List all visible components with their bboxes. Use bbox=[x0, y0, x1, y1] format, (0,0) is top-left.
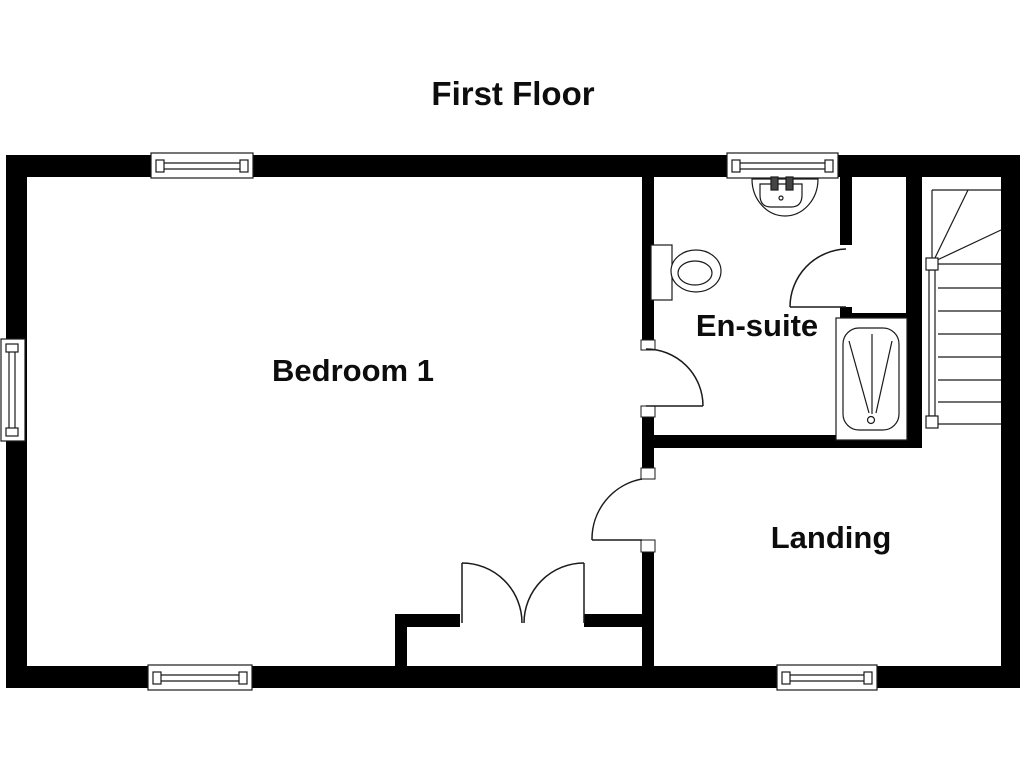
window-bottom-left bbox=[147, 664, 253, 691]
door-bedroom bbox=[591, 478, 643, 541]
wall-stairs-left bbox=[906, 177, 922, 448]
window-left bbox=[0, 338, 26, 442]
jamb bbox=[640, 467, 656, 480]
stairs-handrail bbox=[928, 269, 936, 417]
toilet-icon bbox=[650, 244, 722, 301]
door-jambs bbox=[640, 339, 656, 553]
stairs-newel-top bbox=[925, 257, 939, 271]
window-top-right bbox=[726, 152, 839, 179]
windows bbox=[0, 152, 878, 691]
door-ensuite bbox=[645, 348, 704, 407]
doors bbox=[461, 248, 847, 624]
door-cupboard bbox=[789, 248, 847, 308]
wall-cupboard-left bbox=[840, 177, 852, 245]
room-label-en-suite: En-suite bbox=[696, 308, 818, 343]
wall-bedroom-landing-lower bbox=[642, 552, 654, 666]
double-door-bedroom bbox=[461, 562, 585, 624]
wall-exterior-bottom bbox=[6, 666, 1020, 688]
wall-doubledoor-right-stub bbox=[584, 614, 654, 627]
stairs-treads bbox=[938, 263, 1001, 425]
window-bottom-right bbox=[776, 664, 878, 691]
staircase bbox=[925, 189, 1002, 429]
jamb bbox=[640, 405, 656, 418]
wall-exterior-right bbox=[1001, 155, 1020, 688]
jamb bbox=[640, 339, 656, 351]
bath-icon bbox=[835, 317, 908, 441]
room-label-landing: Landing bbox=[771, 520, 892, 555]
wall-step-vertical bbox=[395, 614, 407, 666]
stairs-newel-bottom bbox=[925, 415, 939, 429]
basin-icon bbox=[751, 176, 819, 217]
stairs-winder-lines bbox=[932, 189, 1002, 263]
window-top-left bbox=[150, 152, 254, 179]
wall-bath-top bbox=[840, 313, 908, 320]
wall-doubledoor-left-stub bbox=[395, 614, 460, 627]
plan-title: First Floor bbox=[431, 75, 594, 112]
jamb bbox=[640, 539, 656, 553]
stairs-outline bbox=[931, 189, 1001, 258]
room-label-bedroom-1: Bedroom 1 bbox=[272, 353, 434, 388]
